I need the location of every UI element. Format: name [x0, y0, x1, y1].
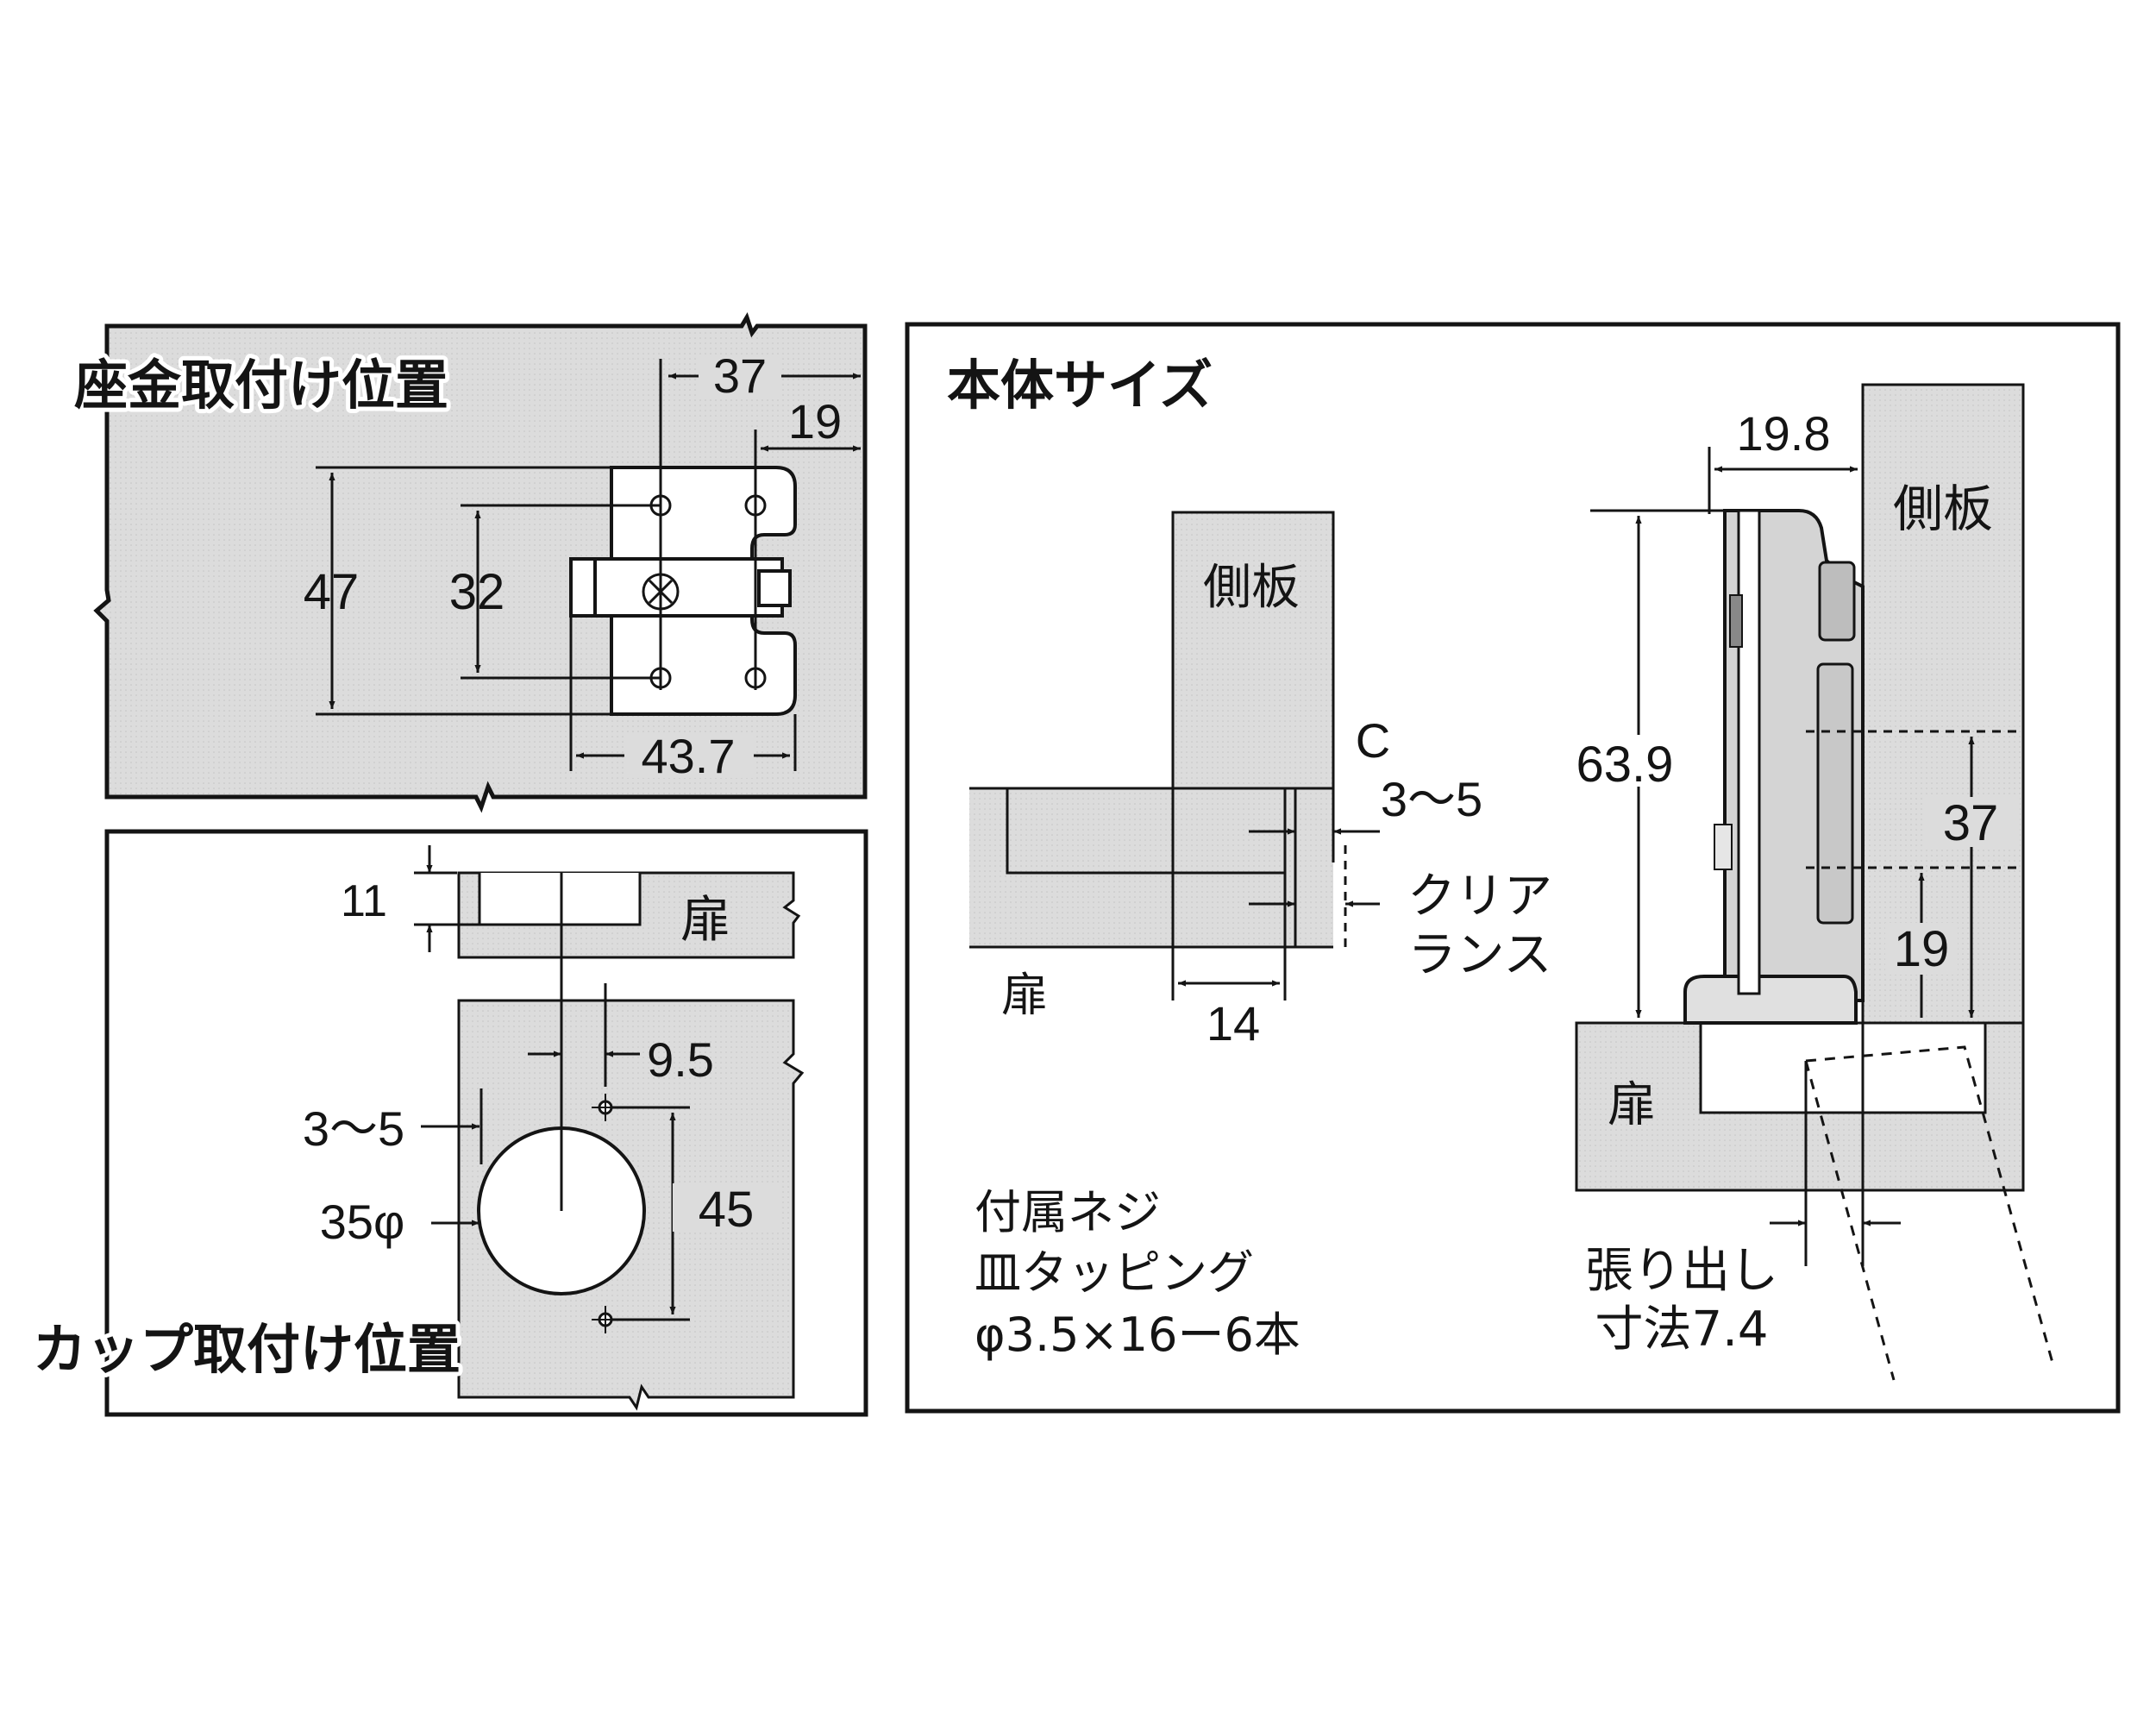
dim-43-7-label: 43.7	[642, 729, 736, 783]
dim-3-5-label: 3〜5	[303, 1101, 404, 1156]
plate-panel-title: 座金取付け位置	[74, 354, 448, 417]
dim-45-label: 45	[699, 1182, 755, 1238]
dim-35phi-label: 35φ	[320, 1195, 405, 1249]
door-label-left: 扉	[1001, 968, 1048, 1022]
cup-panel-title: カップ取付け位置	[33, 1318, 461, 1381]
side-panel-left	[1171, 511, 1335, 790]
side-panel-label-left: 側板	[1203, 560, 1300, 616]
side-panel-label-right: 側板	[1893, 480, 1993, 538]
dim-19-label: 19	[788, 394, 842, 448]
dim-37-body-label: 37	[1943, 795, 1999, 851]
body-panel-title: 本体サイズ	[947, 354, 1213, 417]
c-value-label: 3〜5	[1381, 772, 1482, 826]
dim-32-label: 32	[449, 564, 505, 620]
cup-position-panel: 扉 11	[28, 829, 868, 1417]
dim-37-label: 37	[713, 348, 767, 403]
dim-47-label: 47	[304, 564, 360, 620]
cup-door-label: 扉	[680, 890, 730, 949]
door-label-right: 扉	[1608, 1077, 1656, 1133]
screws-note-2: 皿タッピング	[975, 1245, 1254, 1300]
side-panel-right	[1861, 383, 2025, 1025]
overhang-label-1: 張り出し	[1585, 1243, 1778, 1299]
plate-dimension-lines	[316, 359, 867, 771]
screws-note-1: 付属ネジ	[975, 1185, 1161, 1239]
dim-14-label: 14	[1206, 996, 1260, 1051]
hinge-body	[1683, 509, 1865, 1025]
clearance-label-1: クリア	[1407, 869, 1552, 925]
c-label: C	[1356, 713, 1390, 768]
dim-19-body-label: 19	[1894, 921, 1950, 977]
dim-63-9-label: 63.9	[1576, 737, 1674, 793]
cup-dimension-lines	[421, 873, 690, 1321]
dim-19-8-label: 19.8	[1737, 406, 1831, 461]
clearance-label-2: ランス	[1408, 927, 1552, 983]
mounting-plate	[569, 466, 797, 716]
overhang-label-2: 寸法7.4	[1595, 1302, 1768, 1358]
body-size-panel: 本体サイズ 側板 扉 14 C 3〜5 クリア ランス 付属ネジ	[905, 322, 2121, 1414]
screws-note-3: φ3.5×16ー6本	[975, 1308, 1300, 1362]
dim-11-label: 11	[341, 876, 387, 926]
plate-position-panel: 座金取付け位置	[70, 312, 868, 813]
dim-9-5-label: 9.5	[647, 1032, 714, 1087]
